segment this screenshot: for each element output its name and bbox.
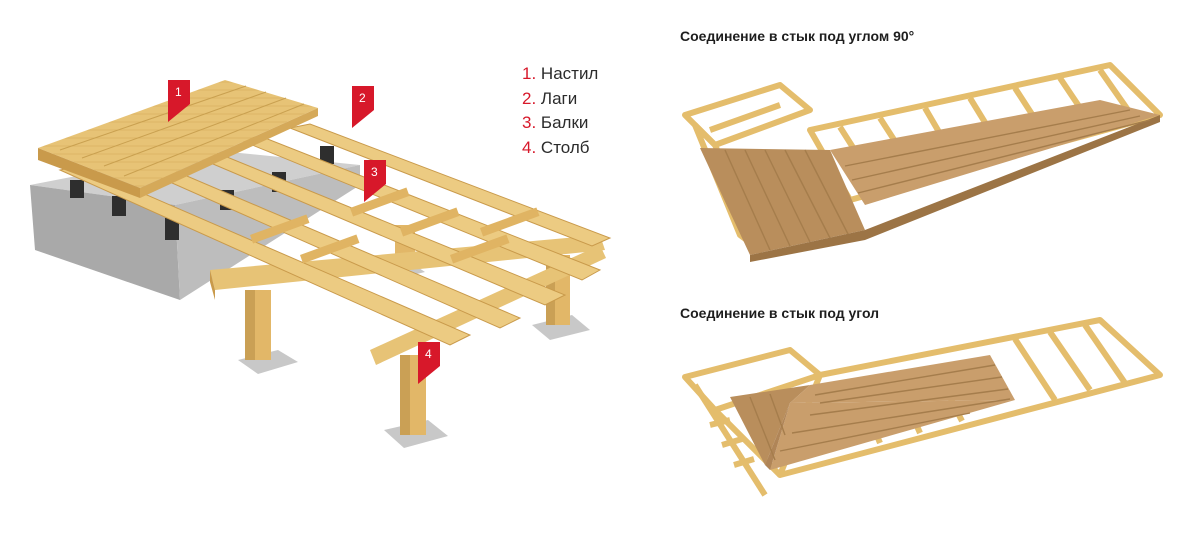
decking-boards bbox=[38, 80, 318, 198]
marker-3-label: 3 bbox=[371, 165, 378, 179]
cross-bracing bbox=[250, 187, 540, 264]
marker-3: 3 bbox=[364, 160, 386, 202]
marker-2-label: 2 bbox=[359, 91, 366, 105]
right-angle-joint-illustration bbox=[682, 62, 1163, 262]
marker-4: 4 bbox=[418, 342, 440, 384]
marker-4-label: 4 bbox=[425, 347, 432, 361]
legend-item-decking: 1. Настил bbox=[522, 64, 599, 83]
marker-2: 2 bbox=[352, 86, 374, 128]
marker-1-label: 1 bbox=[175, 85, 182, 99]
legend-item-beams: 3. Балки bbox=[522, 113, 589, 132]
deck-structure-illustration: 1 2 3 4 bbox=[30, 80, 612, 448]
legend: 1. Настил 2. Лаги 3. Балки 4. Столб bbox=[522, 62, 598, 160]
caption-right-angle-joint: Соединение в стык под углом 90° bbox=[680, 28, 915, 44]
marker-1: 1 bbox=[168, 80, 190, 122]
joists bbox=[58, 123, 612, 346]
legend-item-joists: 2. Лаги bbox=[522, 88, 578, 108]
caption-angle-joint: Соединение в стык под угол bbox=[680, 305, 880, 321]
angled-joint-illustration bbox=[682, 317, 1163, 497]
legend-item-post: 4. Столб bbox=[522, 137, 590, 157]
